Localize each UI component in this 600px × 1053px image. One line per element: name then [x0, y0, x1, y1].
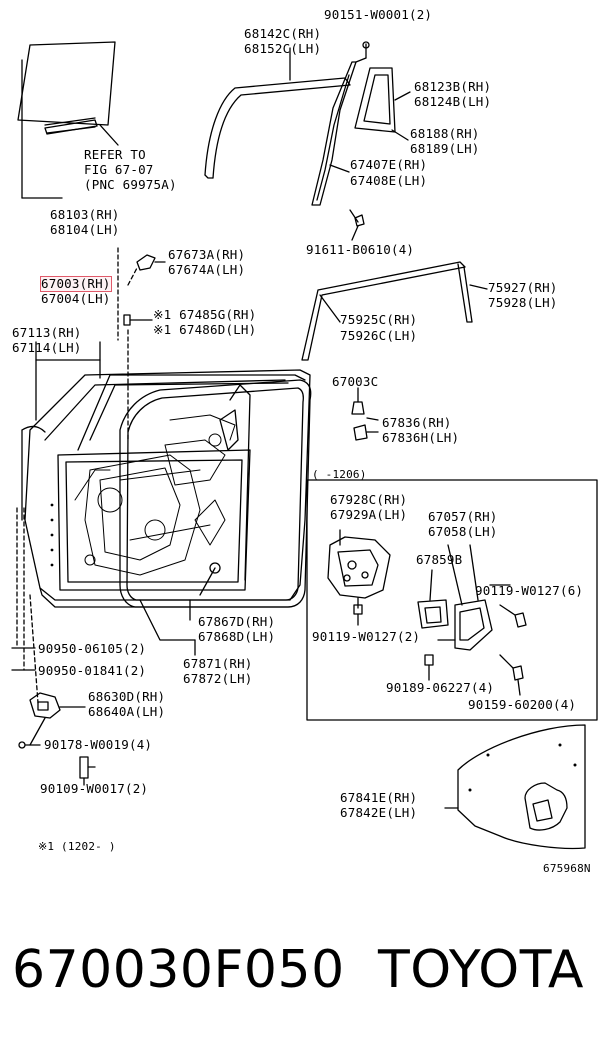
run-channel [204, 47, 351, 179]
parts-diagram [11, 41, 598, 850]
label-67871: 67871(RH) [183, 656, 253, 671]
hinge-bracket [136, 254, 156, 271]
division-bar [311, 41, 370, 206]
label-67868d: 67868D(LH) [198, 629, 276, 644]
label-figure-number: 675968N [543, 862, 591, 875]
label-75926c: 75926C(LH) [340, 328, 418, 343]
label-67114: 67114(LH) [12, 340, 82, 355]
label-67928c: 67928C(RH) [330, 492, 408, 507]
door-glass [17, 41, 119, 199]
label-90178: 90178-W0019(4) [44, 737, 153, 752]
door-frame [57, 374, 306, 591]
door-shell-inner [199, 384, 251, 596]
label-68152c: 68152C(LH) [244, 41, 322, 56]
label-67113: 67113(RH) [12, 325, 82, 340]
label-68188: 68188(RH) [410, 126, 480, 141]
label-67486d: ※1 67486D(LH) [153, 322, 257, 337]
label-68189: 68189(LH) [410, 141, 480, 156]
label-range-1206: ( -1206) [312, 468, 367, 481]
service-hole-cover [444, 724, 586, 850]
label-67057: 67057(RH) [428, 509, 498, 524]
door-panel [21, 369, 311, 608]
label-67836h: 67836H(LH) [382, 430, 460, 445]
label-68104: 68104(LH) [50, 222, 120, 237]
door-check [29, 692, 86, 746]
label-67673a: 67673A(RH) [168, 247, 246, 262]
label-67485g: ※1 67485G(RH) [153, 307, 257, 322]
label-68640a: 68640A(LH) [88, 704, 166, 719]
label-67058: 67058(LH) [428, 524, 498, 539]
label-67859b: 67859B [416, 552, 463, 567]
quarter-glass [354, 67, 411, 141]
label-90151: 90151-W0001(2) [324, 7, 433, 22]
label-67872: 67872(LH) [183, 671, 253, 686]
label-68124b: 68124B(LH) [414, 94, 492, 109]
label-75928: 75928(LH) [488, 295, 558, 310]
label-90119-6: 90119-W0127(6) [475, 583, 584, 598]
label-68103: 68103(RH) [50, 207, 120, 222]
label-90950-01841: 90950-01841(2) [38, 663, 147, 678]
brand-name: TOYOTA [378, 940, 584, 1000]
label-67003-highlighted[interactable]: 67003(RH) [40, 276, 112, 292]
label-90189: 90189-06227(4) [386, 680, 495, 695]
inner-mechanism [74, 414, 236, 576]
label-90950-06105: 90950-06105(2) [38, 641, 147, 656]
label-68630d: 68630D(RH) [88, 689, 166, 704]
door-lock [327, 529, 391, 626]
label-90109: 90109-W0017(2) [40, 781, 149, 796]
label-67004: 67004(LH) [41, 291, 111, 306]
label-68123b: 68123B(RH) [414, 79, 492, 94]
label-67867d: 67867D(RH) [198, 614, 276, 629]
label-67003c: 67003C [332, 374, 379, 389]
label-75925c: 75925C(RH) [340, 312, 418, 327]
label-67407e: 67407E(RH) [350, 157, 428, 172]
label-refer-to: REFER TO [84, 147, 146, 162]
label-67842e: 67842E(LH) [340, 805, 418, 820]
label-67929a: 67929A(LH) [330, 507, 408, 522]
label-90119-2: 90119-W0127(2) [312, 629, 421, 644]
weatherstrip [119, 379, 312, 656]
label-67674a: 67674A(LH) [168, 262, 246, 277]
detail-box [306, 479, 598, 721]
label-note-1202: ※1 (1202- ) [38, 840, 116, 853]
label-75927: 75927(RH) [488, 280, 558, 295]
label-pnc: (PNC 69975A) [84, 177, 177, 192]
label-67841e: 67841E(RH) [340, 790, 418, 805]
belt-moulding [301, 261, 488, 361]
label-68142c: 68142C(RH) [244, 26, 322, 41]
latch-cover [417, 569, 449, 629]
label-90159: 90159-60200(4) [468, 697, 577, 712]
part-number: 670030F050 [12, 940, 345, 1000]
outer-handle-frame [447, 544, 493, 651]
label-91611: 91611-B0610(4) [306, 242, 415, 257]
label-67836: 67836(RH) [382, 415, 452, 430]
label-67408e: 67408E(LH) [350, 173, 428, 188]
label-fig: FIG 67-07 [84, 162, 154, 177]
